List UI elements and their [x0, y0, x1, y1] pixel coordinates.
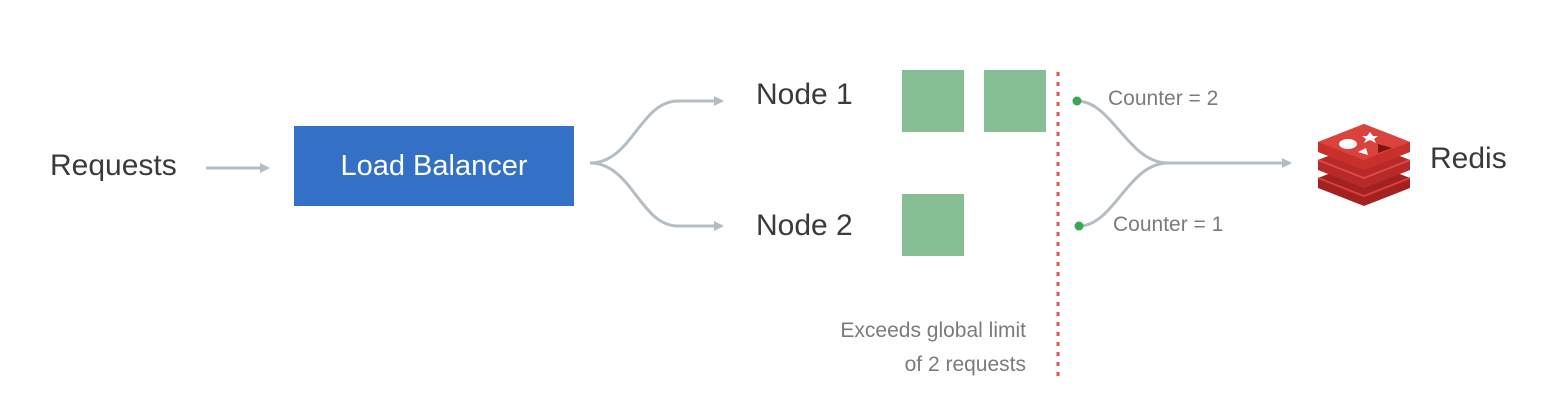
lb-to-node2-arrow — [589, 161, 724, 231]
redis-label: Redis — [1430, 142, 1507, 175]
node2-counter-label: Counter = 1 — [1113, 213, 1224, 236]
limit-note-line-1: Exceeds global limit — [840, 319, 1026, 342]
limit-note-line-2: of 2 requests — [904, 353, 1026, 376]
counter2-to-redis-path — [1078, 161, 1169, 228]
lb-to-node1-arrow — [589, 96, 724, 165]
requests-label: Requests — [50, 149, 177, 182]
counter1-to-redis-path — [1076, 99, 1169, 165]
load-balancer-label: Load Balancer — [340, 149, 528, 182]
node1-request-box-2 — [984, 70, 1046, 132]
load-balancer-box: Load Balancer — [294, 126, 574, 206]
node1-counter-label: Counter = 2 — [1108, 87, 1219, 110]
limit-note: Exceeds global limit of 2 requests — [840, 314, 1026, 382]
redis-icon — [1317, 124, 1411, 206]
node2-label: Node 2 — [756, 209, 853, 242]
node1-request-box-1 — [902, 70, 964, 132]
counter2-dot — [1074, 221, 1084, 231]
node1-label: Node 1 — [756, 78, 853, 111]
counter1-dot — [1072, 96, 1082, 106]
node2-request-box-1 — [902, 194, 964, 256]
